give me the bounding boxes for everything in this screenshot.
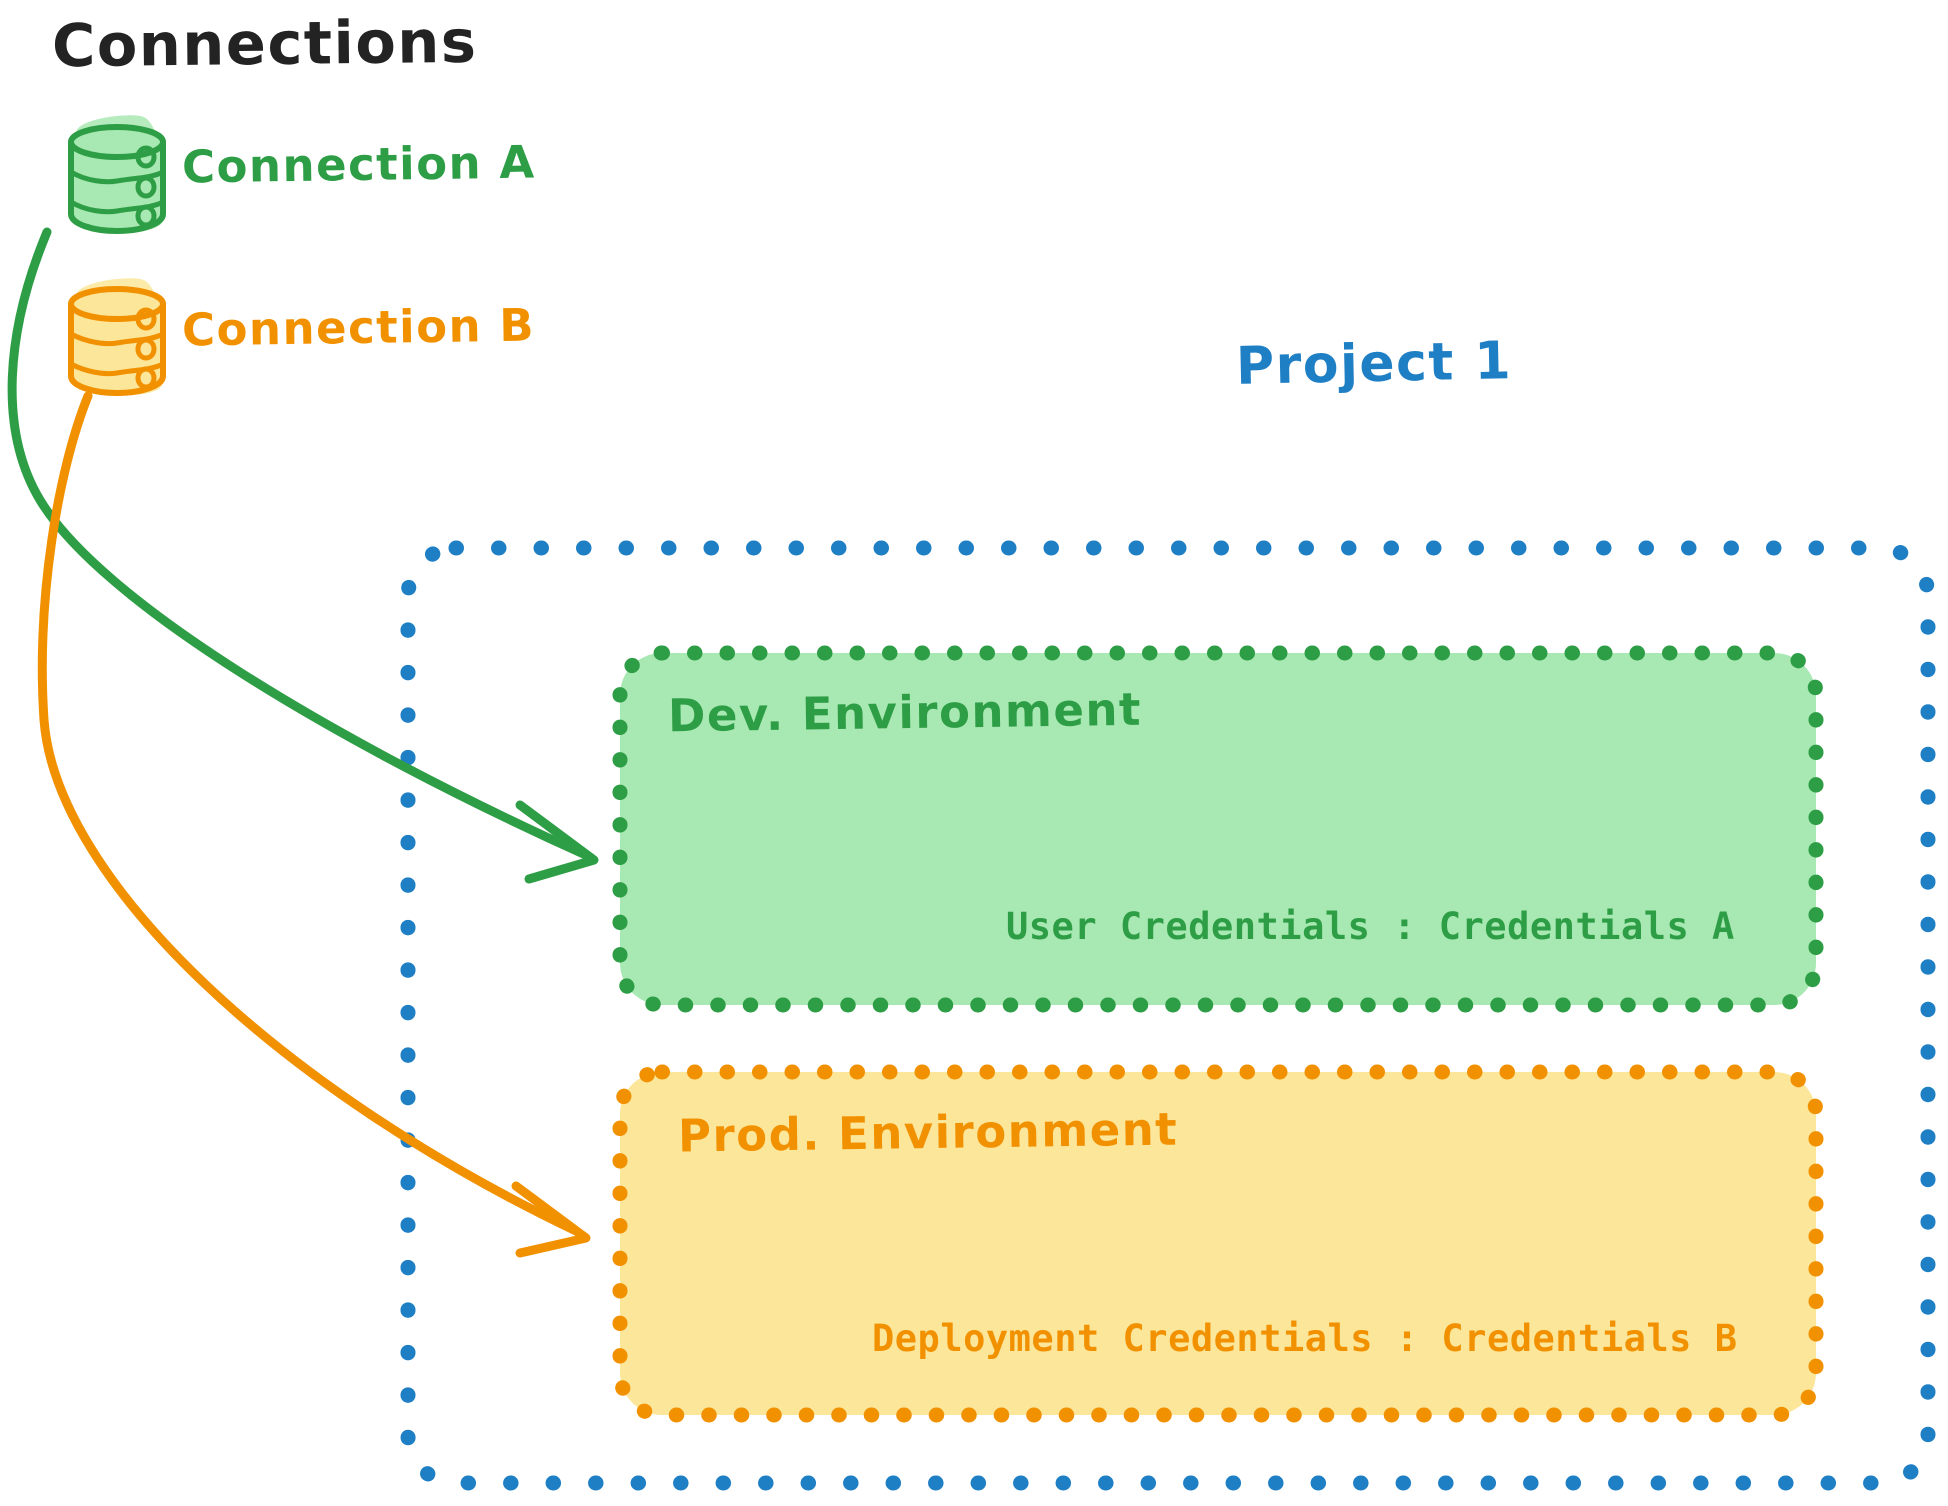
prod-environment-label: Prod. Environment — [677, 1102, 1179, 1163]
prod-environment-box[interactable] — [612, 1064, 1824, 1423]
connection-b-icon-light-3 — [135, 366, 157, 390]
arrow-a-head — [515, 800, 599, 884]
connection-b-icon-light-2 — [135, 337, 157, 361]
connection-a-icon-light-2 — [135, 175, 157, 199]
dev-environment-credentials: User Credentials : Credentials A — [1006, 905, 1735, 948]
project-dotted-border — [400, 540, 1936, 1491]
dev-environment-fill — [620, 653, 1816, 1005]
arrow-a-path — [7, 227, 593, 861]
connection-b-icon-divider-2 — [68, 361, 166, 377]
page-title: Connections — [51, 6, 478, 81]
connection-b-database-icon[interactable] — [68, 278, 166, 396]
connection-b-icon-top — [68, 286, 166, 322]
connection-a-icon-divider-1 — [68, 169, 166, 185]
project-label: Project 1 — [1235, 331, 1513, 397]
arrow-b-head — [511, 1181, 591, 1258]
connection-a-icon-divider-2 — [68, 199, 166, 215]
arrow-connection-b-to-prod — [37, 391, 591, 1258]
connection-b-icon-light-1 — [135, 307, 157, 331]
arrow-connection-a-to-dev — [7, 227, 599, 884]
connection-a-icon-top — [68, 124, 166, 160]
dev-environment-dotted-border — [612, 645, 1824, 1013]
connection-b-icon-divider-1 — [68, 331, 166, 347]
dev-environment-box[interactable] — [612, 645, 1824, 1013]
connection-a-icon-light-1 — [135, 145, 157, 169]
project-container[interactable] — [400, 540, 1936, 1491]
connection-b-label: Connection B — [181, 298, 536, 357]
connection-a-icon-light-3 — [135, 204, 157, 228]
arrow-b-path — [37, 391, 583, 1237]
connection-a-database-icon[interactable] — [68, 115, 166, 234]
prod-environment-dotted-border — [612, 1064, 1824, 1423]
prod-environment-fill — [620, 1072, 1816, 1415]
prod-environment-credentials: Deployment Credentials : Credentials B — [872, 1317, 1738, 1360]
connection-a-label: Connection A — [181, 135, 536, 194]
dev-environment-label: Dev. Environment — [667, 682, 1143, 743]
